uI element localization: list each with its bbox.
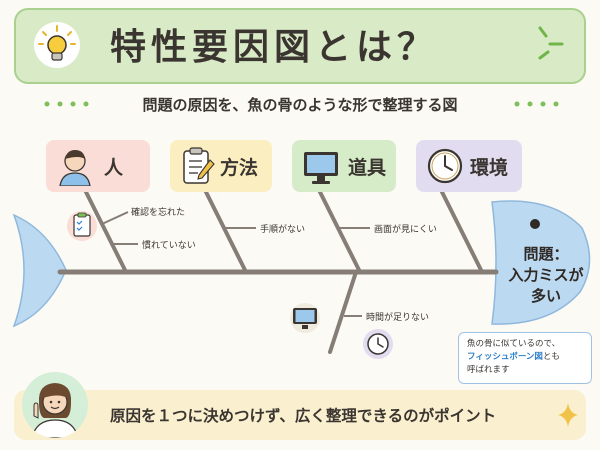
cause-jikan: 時間が足りない [366, 313, 430, 323]
avatar [22, 372, 88, 438]
clock-icon [427, 148, 463, 184]
bottom-banner [14, 390, 586, 440]
cause-gamen: 画面が見にくい [374, 225, 437, 235]
branch-kakunin [101, 211, 129, 225]
fish-eye [530, 219, 540, 229]
bottom-message: 原因を１つに決めつけず、広く整理できるのがポイント [110, 407, 497, 425]
teacher-icon [31, 383, 79, 438]
problem-line-3: 多い [530, 287, 561, 305]
category-method: 方法 [170, 140, 272, 192]
title-banner [14, 8, 586, 84]
page-title: 特性要因図とは？ [110, 27, 439, 68]
subtitle-row: 問題の原因を、魚の骨のような形で整理する図 [0, 92, 600, 122]
bone-environment [434, 178, 484, 274]
note-line-2-suffix: とも [542, 352, 560, 362]
dots-left-icon [44, 101, 89, 107]
note-highlight: フィッシュボーン図 [467, 352, 543, 362]
sparkle-lines-icon [538, 26, 564, 60]
clipboard-small-icon [67, 211, 97, 241]
lightbulb-icon [34, 22, 80, 68]
problem-label: 問題： 入力ミスが 多い [496, 244, 596, 307]
dots-right-icon [514, 101, 559, 107]
clipboard-icon [183, 147, 215, 184]
cause-kakunin: 確認を忘れた [131, 208, 186, 218]
category-method-label: 方法 [220, 157, 259, 179]
note-line-1: 魚の骨に似ているので、 [467, 339, 561, 349]
cause-tejun: 手順がない [260, 225, 306, 235]
fish-head [491, 200, 591, 325]
clock-small-icon [363, 329, 393, 359]
note-box: 魚の骨に似ているので、 フィッシュボーン図とも 呼ばれます [458, 332, 592, 384]
bone-tool [312, 178, 362, 274]
bone-person [78, 178, 128, 274]
subtitle: 問題の原因を、魚の骨のような形で整理する図 [142, 96, 458, 114]
note-line-3: 呼ばれます [467, 365, 510, 375]
category-environment-label: 環境 [470, 157, 509, 179]
sparkle-icon [558, 403, 578, 427]
problem-line-2: 入力ミスが [508, 266, 584, 284]
note-line-2: フィッシュボーン図とも [467, 351, 583, 364]
monitor-small-icon [290, 303, 320, 333]
category-environment: 環境 [416, 140, 522, 192]
category-person: 人 [46, 140, 150, 192]
problem-line-1: 問題： [523, 245, 569, 263]
fish-tail [12, 213, 67, 328]
monitor-icon [304, 152, 338, 184]
bone-lower [328, 270, 358, 354]
bone-method [198, 178, 248, 274]
category-tool: 道具 [292, 140, 396, 192]
category-tool-label: 道具 [348, 157, 387, 179]
cause-nare: 慣れていない [142, 241, 196, 251]
category-person-label: 人 [104, 157, 124, 179]
person-icon [59, 150, 91, 186]
